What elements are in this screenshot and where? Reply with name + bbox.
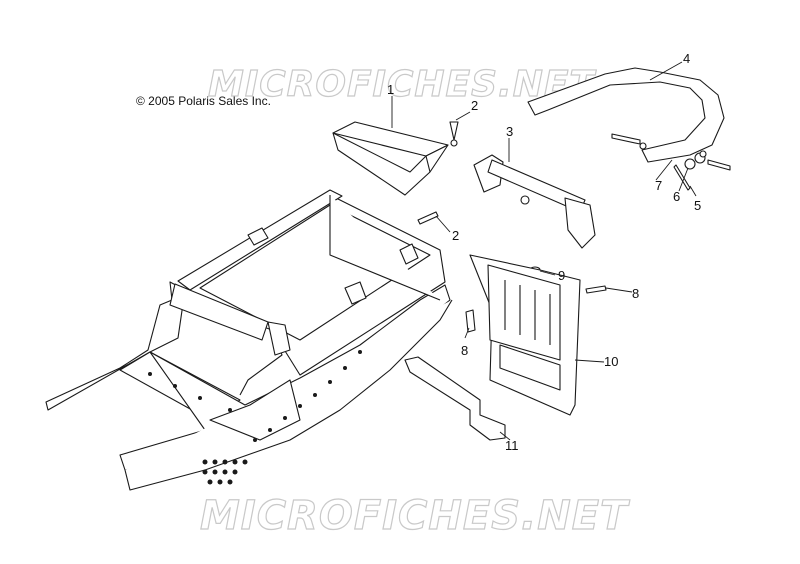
callout-11: 11 <box>505 438 519 453</box>
watermark-bottom: MICROFICHES.NET <box>199 492 629 539</box>
chassis-tunnel <box>45 189 453 491</box>
copyright-notice: © 2005 Polaris Sales Inc. <box>136 94 271 108</box>
callout-2-upper: 2 <box>471 98 479 113</box>
part-1-cover <box>332 121 449 196</box>
watermark-top: MICROFICHES.NET <box>207 63 595 105</box>
part-8-pin-right <box>585 285 607 294</box>
callout-1: 1 <box>387 82 395 97</box>
callout-7: 7 <box>655 178 663 193</box>
leader-lines <box>391 61 697 441</box>
part-4-bumper <box>527 67 725 163</box>
callout-9: 9 <box>558 268 566 283</box>
callout-3: 3 <box>506 124 514 139</box>
part-2-rivet-upper <box>449 121 459 147</box>
part-10-snowflap <box>469 254 581 416</box>
callout-8-left: 8 <box>461 343 469 358</box>
part-5-bolts <box>611 133 731 191</box>
callout-4: 4 <box>683 51 691 66</box>
part-8-pin-left <box>465 309 476 333</box>
part-2-rivet-lower <box>417 211 439 225</box>
callout-5: 5 <box>694 198 702 213</box>
part-11-plate <box>404 356 506 441</box>
callout-6: 6 <box>673 189 681 204</box>
part-3-bracket <box>473 154 596 249</box>
chassis-holes <box>148 350 362 485</box>
callout-2-lower: 2 <box>452 228 460 243</box>
callout-8-right: 8 <box>632 286 640 301</box>
callout-10: 10 <box>604 354 619 369</box>
part-7-nuts <box>639 142 707 158</box>
